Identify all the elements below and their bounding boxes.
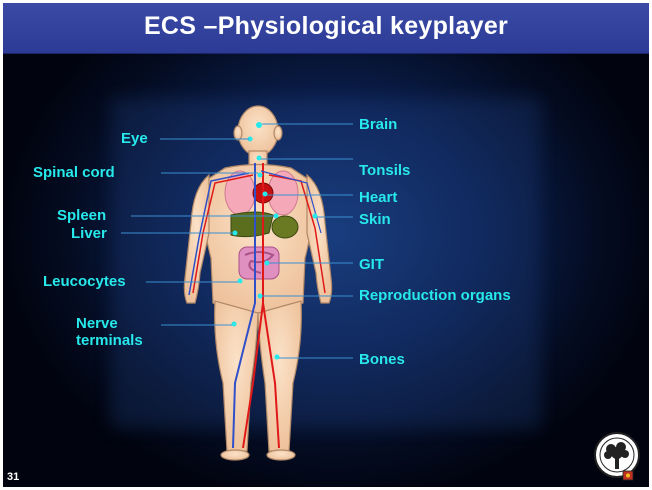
label-spleen: Spleen xyxy=(57,207,106,224)
label-heart: Heart xyxy=(359,189,397,206)
dot-heart xyxy=(263,192,268,197)
dot-reproduction xyxy=(258,294,263,299)
dot-brain xyxy=(256,122,262,128)
label-tonsils: Tonsils xyxy=(359,162,410,179)
label-eye: Eye xyxy=(121,130,148,147)
page-number: 31 xyxy=(7,471,19,483)
body-ear-left xyxy=(234,126,242,140)
dot-nerve xyxy=(232,322,237,327)
institution-logo-icon xyxy=(593,431,641,483)
body-foot-right xyxy=(267,450,295,460)
label-leucocytes: Leucocytes xyxy=(43,273,126,290)
dot-bones xyxy=(275,355,280,360)
label-reproduction-organs: Reproduction organs xyxy=(359,287,511,304)
spleen-organ xyxy=(272,216,298,238)
dot-leucocytes xyxy=(238,279,243,284)
dot-skin xyxy=(313,214,318,219)
dot-tonsils xyxy=(257,156,262,161)
dot-liver xyxy=(233,231,238,236)
dot-spinal-cord xyxy=(258,173,263,178)
label-nerve-line2: terminals xyxy=(76,332,143,349)
slide: ECS –Physiological keyplayer xyxy=(3,3,649,487)
body-arm-left xyxy=(184,175,209,303)
dot-git xyxy=(265,261,270,266)
body-foot-left xyxy=(221,450,249,460)
label-git: GIT xyxy=(359,256,384,273)
label-liver: Liver xyxy=(71,225,107,242)
label-bones: Bones xyxy=(359,351,405,368)
body-illustration xyxy=(3,3,649,487)
label-nerve-line1: Nerve xyxy=(76,315,118,332)
body-ear-right xyxy=(274,126,282,140)
label-spinal-cord: Spinal cord xyxy=(33,164,115,181)
label-brain: Brain xyxy=(359,116,397,133)
label-skin: Skin xyxy=(359,211,391,228)
body-leg-right xyxy=(258,301,301,451)
dot-spleen xyxy=(274,214,279,219)
body-head xyxy=(238,106,278,156)
